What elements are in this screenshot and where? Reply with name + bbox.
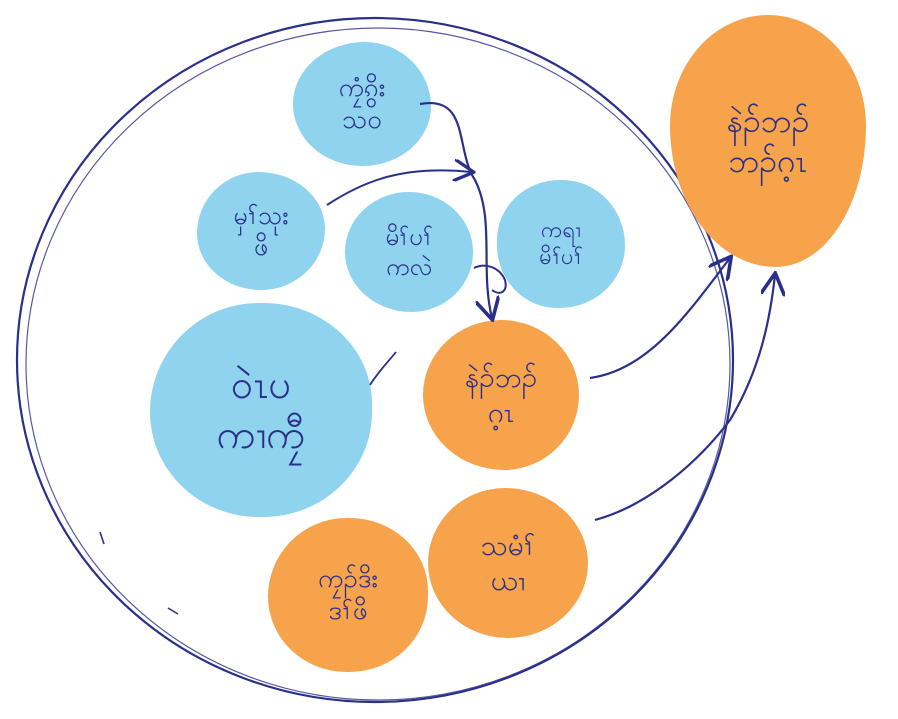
enclosing-circle	[15, 16, 735, 704]
note-n1: ကၠံၵွိး သဝ	[293, 42, 431, 166]
note-n6-line-2: ဂ့ၤ	[487, 396, 515, 429]
stroke-mark-near-n5	[369, 351, 397, 386]
note-n4-line-2: မိၢ်ပၢ်	[539, 245, 583, 270]
note-n1-line-2: သဝ	[342, 105, 382, 135]
note-n8-line-1: ကၠၣ်ဒိး	[317, 563, 379, 594]
note-n2: မှၢ်သုး ဖိ	[197, 172, 325, 290]
note-n3-line-2: ကလဲ	[386, 253, 432, 281]
arrow-n1-to-n6	[419, 101, 492, 318]
note-n9-line-1: နဲၣ်ဘၣ်	[726, 102, 810, 140]
enclosing-circle-inner-stroke	[25, 27, 731, 701]
note-n9-line-2: ဘၣ်ဂ့ၤ	[728, 142, 808, 180]
note-n2-line-2: ဖိ	[253, 232, 269, 261]
note-n2-line-1: မှၢ်သုး	[233, 200, 289, 230]
note-n7-line-1: သမံၢ်	[480, 529, 536, 562]
note-n9: နဲၣ်ဘၣ် ဘၣ်ဂ့ၤ	[670, 15, 866, 267]
note-n6-line-1: နဲၣ်ဘၣ်	[464, 361, 538, 394]
arrow-n3-to-n4	[473, 264, 507, 294]
stroke-mark-left	[99, 531, 105, 545]
note-n7: သမံၢ် ယၢ	[428, 488, 588, 638]
note-n8-line-2: ဒၢ်ဖိ	[328, 596, 368, 626]
note-n6: နဲၣ်ဘၣ် ဂ့ၤ	[423, 320, 579, 470]
arrow-n7-to-n9	[594, 275, 775, 522]
note-n5-line-2: ကၢကၠီ	[216, 412, 306, 458]
note-n3: မိၢ်ပၢ် ကလဲ	[345, 192, 473, 312]
arrow-n2-to-n3-top	[326, 170, 472, 206]
note-n5: ဝဲၤပ ကၢကၠီ	[150, 303, 372, 517]
note-n4: ကရၢ မိၢ်ပၢ်	[497, 180, 625, 308]
note-n5-line-1: ဝဲၤပ	[230, 362, 292, 408]
note-n4-line-1: ကရၢ	[541, 217, 581, 243]
note-n8: ကၠၣ်ဒိး ဒၢ်ဖိ	[268, 518, 428, 672]
note-n7-line-2: ယၢ	[490, 564, 526, 597]
arrow-n6-to-n9	[589, 258, 730, 380]
note-n3-line-1: မိၢ်ပၢ်	[385, 223, 433, 251]
note-n1-line-1: ကၠံၵွိး	[338, 72, 386, 103]
stroke-mark-bottom-left	[167, 607, 179, 615]
